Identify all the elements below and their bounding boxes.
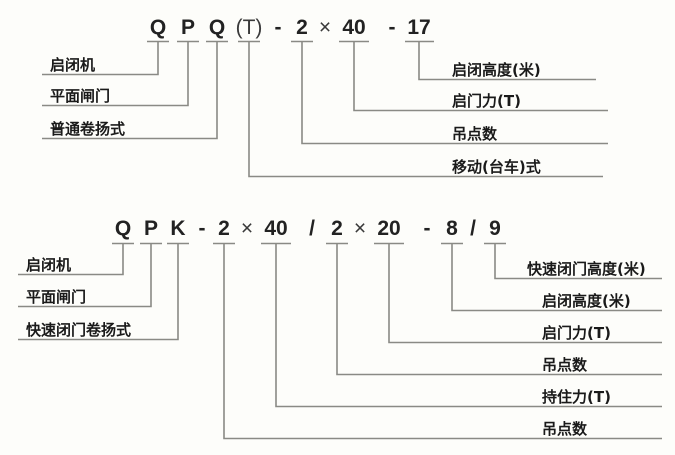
right-labels-qpq: 启闭高度(米) 启门力(T) 吊点数 移动(台车)式 xyxy=(452,61,541,176)
leader-qpk-left-2 xyxy=(18,243,152,308)
label-qpk-right-4: 吊点数 xyxy=(542,356,588,374)
code-char-p1: P xyxy=(181,16,195,39)
leader-qpk-left-3 xyxy=(18,243,179,341)
code-char-num-9: 9 xyxy=(489,217,501,240)
label-qpq-right-3: 吊点数 xyxy=(452,125,498,143)
leader-qpq-right-4 xyxy=(248,41,603,178)
leader-qpq-right-1 xyxy=(418,41,596,81)
code-char-slash-2: / xyxy=(470,217,476,240)
code-char-p1-b: P xyxy=(144,217,158,240)
leader-lines-left-qpk xyxy=(18,243,179,341)
code-char-num-20: 20 xyxy=(377,217,400,240)
code-char-num-40: 40 xyxy=(342,16,365,39)
label-qpk-left-3: 快速闭门卷扬式 xyxy=(26,321,131,339)
label-qpk-right-2: 启闭高度(米) xyxy=(542,292,631,310)
code-char-dash-2: - xyxy=(389,16,396,39)
left-labels-qpk: 启闭机 平面闸门 快速闭门卷扬式 xyxy=(26,256,131,339)
code-char-slash-1: / xyxy=(309,217,315,240)
leader-qpq-left-3 xyxy=(42,41,218,140)
leader-qpq-left-2 xyxy=(42,41,189,107)
label-qpk-left-2: 平面闸门 xyxy=(26,288,86,306)
label-qpq-right-1: 启闭高度(米) xyxy=(452,61,541,79)
code-char-num-2b: 2 xyxy=(331,217,343,240)
label-qpk-right-1: 快速闭门高度(米) xyxy=(527,260,646,278)
leader-lines-right-qpk xyxy=(223,243,662,440)
code-char-dash-2-b: - xyxy=(424,217,431,240)
code-char-q1-b: Q xyxy=(115,217,131,240)
code-char-k1: K xyxy=(170,217,185,240)
leader-qpq-right-3 xyxy=(301,41,608,145)
code-char-t-parenthesis: (T) xyxy=(236,16,263,39)
code-char-q1: Q xyxy=(150,16,166,39)
leader-qpk-right-5 xyxy=(275,243,662,408)
leader-qpk-left-1 xyxy=(18,243,124,276)
label-qpq-left-1: 启闭机 xyxy=(50,56,95,74)
leader-qpk-right-4 xyxy=(336,243,662,376)
label-qpq-right-4: 移动(台车)式 xyxy=(452,158,541,176)
code-char-dash-1-b: - xyxy=(199,217,206,240)
code-char-times-a: × xyxy=(241,217,253,240)
code-char-num-40-b: 40 xyxy=(264,217,287,240)
leader-qpk-right-2 xyxy=(451,243,662,312)
leader-qpk-right-3 xyxy=(388,243,662,344)
leader-qpk-right-1 xyxy=(494,243,662,280)
code-char-q2: Q xyxy=(209,16,225,39)
code-char-times-b: × xyxy=(354,217,366,240)
leader-lines-right-qpq xyxy=(248,41,608,178)
right-labels-qpk: 快速闭门高度(米) 启闭高度(米) 启门力(T) 吊点数 持住力(T) 吊点数 xyxy=(527,260,646,438)
code-char-num-2: 2 xyxy=(296,16,308,39)
label-qpk-right-6: 吊点数 xyxy=(542,420,588,438)
label-qpk-right-3: 启门力(T) xyxy=(542,324,611,342)
leader-qpq-right-2 xyxy=(353,41,608,112)
code-char-num-2a: 2 xyxy=(218,217,230,240)
model-code-qpk: Q P K - 2 × 40 / 2 × 20 - 8 / 9 xyxy=(115,217,501,240)
code-char-dash-1: - xyxy=(275,16,282,39)
model-code-qpq: Q P Q (T) - 2 × 40 - 17 xyxy=(150,16,431,39)
leader-qpk-right-6 xyxy=(223,243,662,440)
left-labels-qpq: 启闭机 平面闸门 普通卷扬式 xyxy=(50,56,125,138)
model-group-qpq: Q P Q (T) - 2 × 40 - 17 xyxy=(42,16,608,178)
leader-qpq-left-1 xyxy=(42,41,159,76)
label-qpq-right-2: 启门力(T) xyxy=(452,92,521,110)
code-char-num-17: 17 xyxy=(407,16,430,39)
label-qpk-right-5: 持住力(T) xyxy=(542,388,611,406)
label-qpk-left-1: 启闭机 xyxy=(26,256,71,274)
code-char-times-1: × xyxy=(319,16,331,39)
leader-lines-left-qpq xyxy=(42,41,218,140)
label-qpq-left-3: 普通卷扬式 xyxy=(50,120,125,138)
code-char-num-8: 8 xyxy=(446,217,458,240)
model-group-qpk: Q P K - 2 × 40 / 2 × 20 - 8 / 9 xyxy=(18,217,662,440)
label-qpq-left-2: 平面闸门 xyxy=(50,87,110,105)
